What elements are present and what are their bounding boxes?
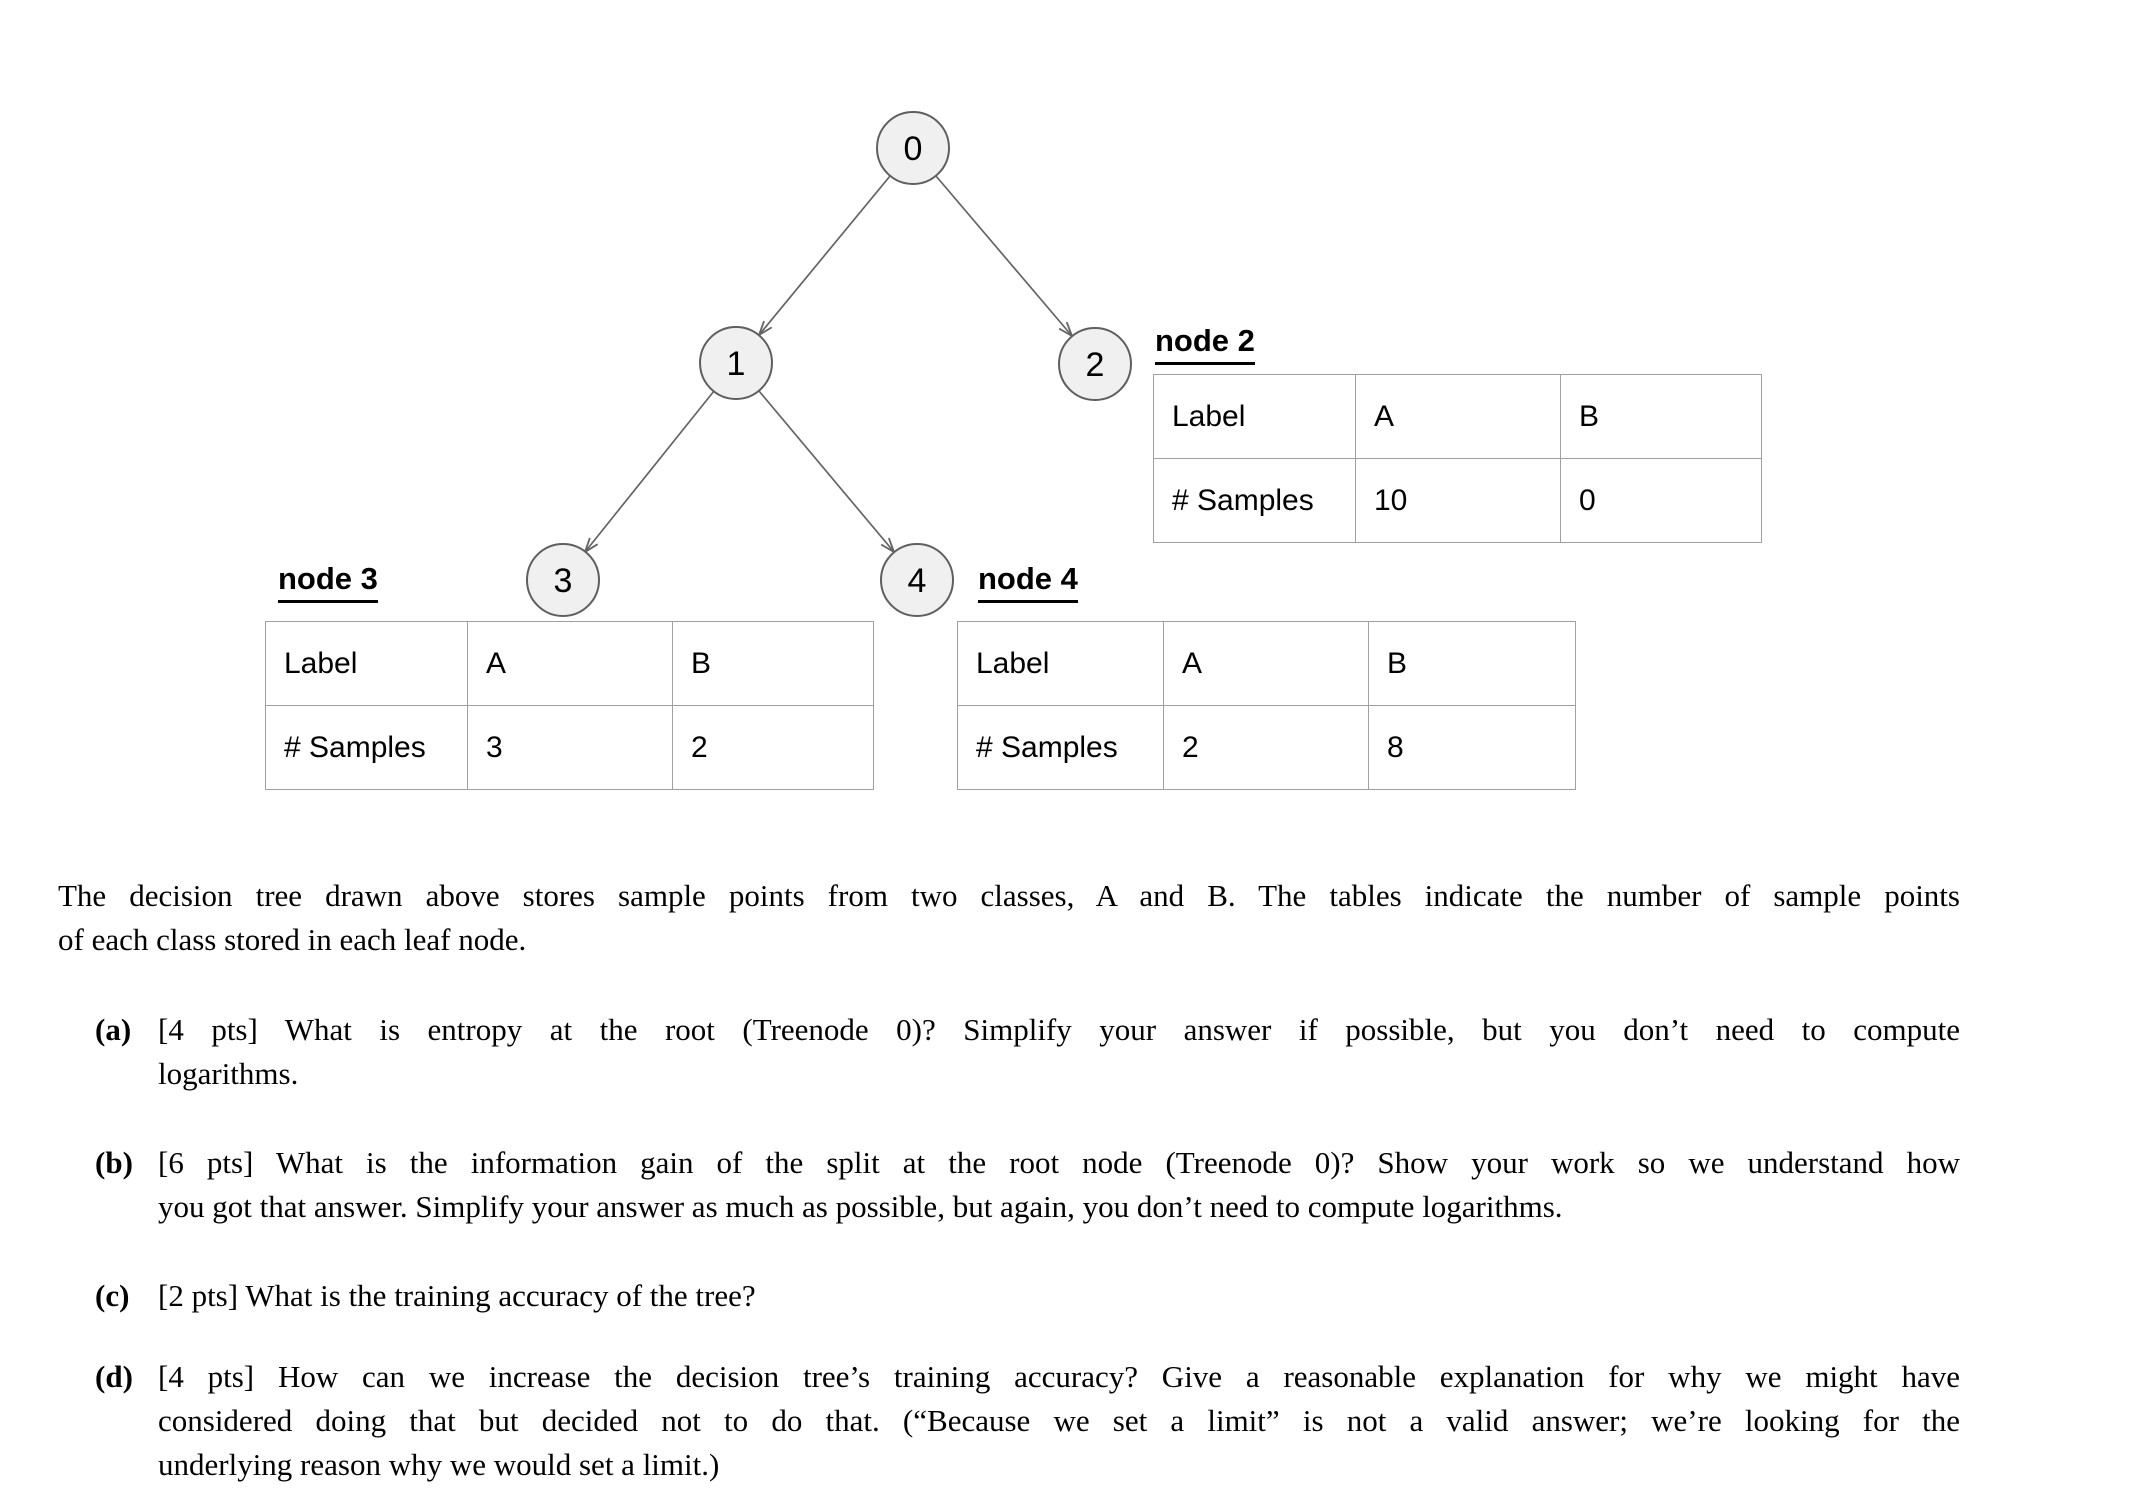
text-line: underlying reason why we would set a lim… — [158, 1447, 720, 1482]
table-cell: A — [1355, 374, 1561, 459]
table-cell: 0 — [1560, 458, 1762, 543]
table-cell: Label — [957, 621, 1164, 706]
node4-table-title: node 4 — [978, 561, 1078, 603]
table-cell: A — [1163, 621, 1369, 706]
text-line: logarithms. — [158, 1056, 299, 1091]
text-line: of each class stored in each leaf node. — [58, 922, 527, 957]
table-row: # Samples 2 8 — [957, 705, 1576, 790]
question-c: (c) [2 pts] What is the training accurac… — [95, 1274, 1960, 1318]
node-circle — [876, 111, 950, 185]
text-line: [2 pts] What is the training accuracy of… — [158, 1278, 756, 1313]
question-d-text: [4 pts] How can we increase the decision… — [158, 1355, 1960, 1487]
text-line: [4 pts] How can we increase the decision… — [158, 1359, 1960, 1394]
table-cell: # Samples — [265, 705, 468, 790]
text-line: you got that answer. Simplify your answe… — [158, 1189, 1563, 1224]
text-line: [6 pts] What is the information gain of … — [158, 1145, 1960, 1180]
question-d-label: (d) — [95, 1359, 133, 1394]
table-row: # Samples 3 2 — [265, 705, 874, 790]
table-row: Label A B — [957, 621, 1576, 706]
question-a-text: [4 pts] What is entropy at the root (Tre… — [158, 1008, 1960, 1096]
question-d: (d) [4 pts] How can we increase the deci… — [95, 1355, 1960, 1487]
tree-node-0: 0 — [876, 111, 950, 185]
table-row: # Samples 10 0 — [1153, 458, 1762, 543]
table-cell: Label — [1153, 374, 1356, 459]
node-label: 4 — [908, 562, 927, 600]
table-row: Label A B — [1153, 374, 1762, 459]
node4-table: Label A B # Samples 2 8 — [957, 621, 1576, 790]
question-b-text: [6 pts] What is the information gain of … — [158, 1141, 1960, 1229]
node-label: 3 — [554, 562, 573, 600]
question-b: (b) [6 pts] What is the information gain… — [95, 1141, 1960, 1229]
table-row: Label A B — [265, 621, 874, 706]
table-cell: Label — [265, 621, 468, 706]
table-cell: B — [1368, 621, 1576, 706]
tree-edges — [583, 175, 1074, 555]
text-line: The decision tree drawn above stores sam… — [58, 878, 1960, 913]
question-c-label: (c) — [95, 1278, 130, 1313]
edge-0-2 — [935, 175, 1074, 339]
node-label: 2 — [1086, 346, 1105, 384]
node-circle — [526, 543, 600, 617]
table-cell: 8 — [1368, 705, 1576, 790]
text-line: considered doing that but decided not to… — [158, 1403, 1960, 1438]
table-cell: 10 — [1355, 458, 1561, 543]
table-cell: 2 — [1163, 705, 1369, 790]
table-cell: 3 — [467, 705, 673, 790]
table-cell: B — [1560, 374, 1762, 459]
text-line: [4 pts] What is entropy at the root (Tre… — [158, 1012, 1960, 1047]
table-cell: B — [672, 621, 874, 706]
question-b-label: (b) — [95, 1145, 133, 1180]
question-a: (a) [4 pts] What is entropy at the root … — [95, 1008, 1960, 1096]
node2-table-title: node 2 — [1155, 323, 1255, 365]
node3-table-title: node 3 — [278, 561, 378, 603]
edge-1-3 — [583, 390, 715, 555]
node-circle — [880, 543, 954, 617]
table-cell: # Samples — [957, 705, 1164, 790]
node-label: 1 — [727, 345, 746, 383]
intro-paragraph: The decision tree drawn above stores sam… — [58, 874, 1960, 962]
node-label: 0 — [904, 130, 923, 168]
node3-table: Label A B # Samples 3 2 — [265, 621, 874, 790]
edge-0-1 — [757, 175, 891, 338]
node-circle — [699, 326, 773, 400]
node2-table: Label A B # Samples 10 0 — [1153, 374, 1762, 543]
table-cell: # Samples — [1153, 458, 1356, 543]
tree-node-3: 3 — [526, 543, 600, 617]
node-circle — [1058, 327, 1132, 401]
question-c-text: [2 pts] What is the training accuracy of… — [158, 1274, 1960, 1318]
decision-tree-diagram: 0 1 2 3 4 — [526, 111, 1132, 617]
tree-node-2: 2 — [1058, 327, 1132, 401]
tree-node-1: 1 — [699, 326, 773, 400]
table-cell: 2 — [672, 705, 874, 790]
edge-1-4 — [758, 390, 896, 555]
tree-node-4: 4 — [880, 543, 954, 617]
table-cell: A — [467, 621, 673, 706]
question-a-label: (a) — [95, 1012, 132, 1047]
